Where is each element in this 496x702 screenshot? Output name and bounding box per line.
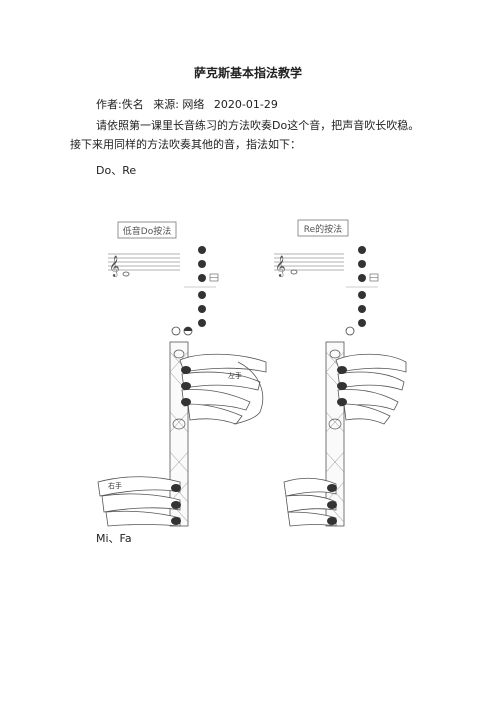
left-saxophone-hands: 左手 右手 <box>97 341 267 527</box>
page-title: 萨克斯基本指法教学 <box>193 66 302 80</box>
left-hand-finger-1 <box>179 353 267 373</box>
source: 来源: 网络 <box>153 98 205 111</box>
re-octave-key-icon <box>345 326 355 336</box>
key-5-closed <box>198 305 206 313</box>
section-label-mi-fa: Mi、Fa <box>96 532 132 545</box>
key-6-closed <box>198 319 206 327</box>
right-hand-finger-1 <box>97 476 181 497</box>
re-key-4-closed <box>358 291 366 299</box>
right-staff <box>274 253 344 271</box>
octave-key-icon <box>171 326 181 336</box>
re-key-5-closed <box>358 305 366 313</box>
fingering-illustration: 低音Do按法 𝄞 <box>88 212 408 528</box>
paragraph-line-1: 请依照第一课里长音练习的方法吹奏Do这个音，把声音吹长吹稳。 <box>96 119 420 132</box>
left-chart-title-box <box>117 221 177 239</box>
author: 作者:佚名 <box>96 98 144 111</box>
key-2-closed <box>198 260 206 268</box>
re-right-hand-finger-1 <box>283 478 337 497</box>
left-note-icon <box>122 271 130 277</box>
right-hand-label: 右手 <box>108 481 122 490</box>
left-hand-finger-4 <box>187 403 243 425</box>
article-meta: 作者:佚名 来源: 网络 2020-01-29 <box>96 96 284 112</box>
fingering-diagram: 低音Do按法 𝄞 <box>97 219 407 527</box>
right-hand-finger-2 <box>101 493 181 513</box>
left-hand-label: 左手 <box>228 371 242 380</box>
key-4-closed <box>198 291 206 299</box>
re-right-hand-finger-2 <box>285 494 337 513</box>
key-3-closed <box>198 274 206 282</box>
left-treble-clef-icon: 𝄞 <box>109 256 120 277</box>
right-hand-finger-3 <box>105 510 181 527</box>
intro-paragraph: 请依照第一课里长音练习的方法吹奏Do这个音，把声音吹长吹稳。 接下来用同样的方法… <box>70 116 440 154</box>
right-note-icon <box>290 269 298 275</box>
re-right-hand-finger-3 <box>287 511 337 527</box>
right-treble-clef-icon: 𝄞 <box>275 256 286 277</box>
re-key-6-closed <box>358 319 366 327</box>
key-1-closed <box>198 246 206 254</box>
right-fingering-chart: Re的按法 𝄞 <box>274 219 379 336</box>
re-left-hand-finger-2 <box>337 371 405 391</box>
left-staff <box>108 253 180 271</box>
right-chart-title: Re的按法 <box>304 223 342 235</box>
re-key-2-closed <box>358 260 366 268</box>
re-left-hand-finger-1 <box>335 353 407 373</box>
left-fingering-chart: 低音Do按法 𝄞 <box>108 221 219 336</box>
left-chart-title: 低音Do按法 <box>123 225 171 237</box>
low-key-half-icon <box>184 327 192 331</box>
section-label-do-re: Do、Re <box>96 164 137 177</box>
date: 2020-01-29 <box>213 98 278 111</box>
paragraph-line-2: 接下来用同样的方法吹奏其他的音，指法如下： <box>70 138 301 151</box>
re-key-1-closed <box>358 246 366 254</box>
right-chart-title-box <box>297 219 349 237</box>
left-hand-finger-2 <box>181 371 261 391</box>
re-key-3-closed <box>358 274 366 282</box>
right-saxophone-hands <box>283 341 407 527</box>
re-left-hand-finger-4 <box>343 403 391 425</box>
